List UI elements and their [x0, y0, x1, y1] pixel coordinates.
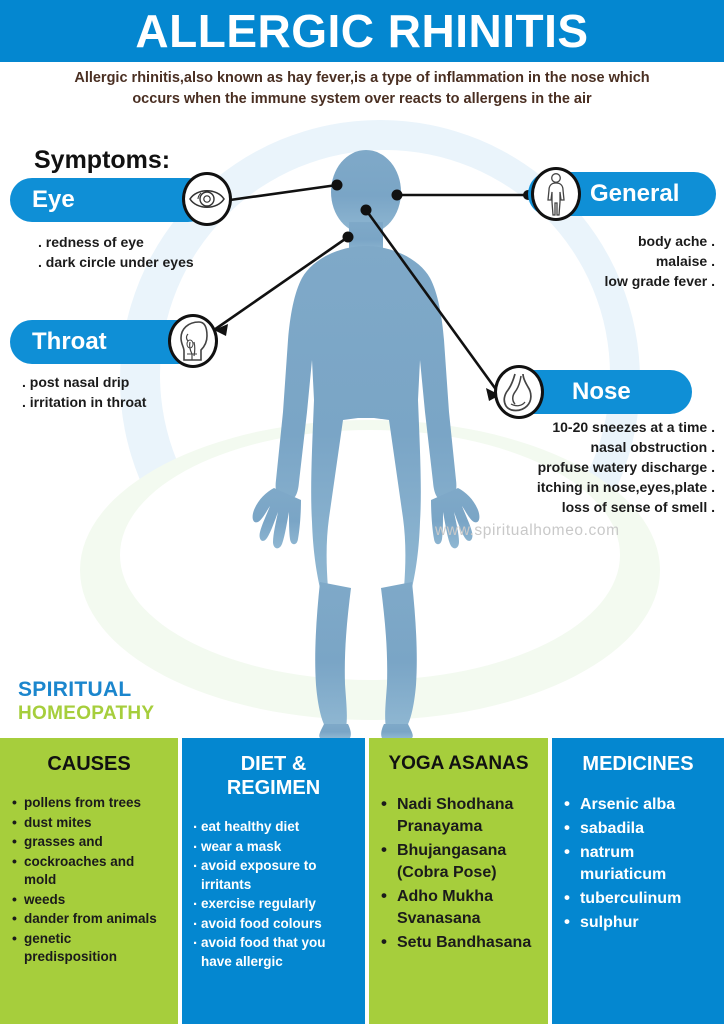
- logo-line-homeopathy: HOMEOPATHY: [18, 703, 155, 724]
- list-item: avoid exposure to irritants: [192, 854, 355, 894]
- symptoms-heading: Symptoms:: [34, 146, 171, 174]
- panel-yoga-asanas-title: YOGA ASANAS: [388, 753, 529, 774]
- panel-yoga-asanas-list: Nadi Shodhana Pranayama Bhujangasana (Co…: [379, 793, 538, 954]
- list-item: dander from animals: [10, 909, 168, 929]
- list-item: Nadi Shodhana Pranayama: [379, 793, 538, 838]
- list-item: Setu Bandhasana: [379, 931, 538, 954]
- panel-causes: CAUSES pollens from trees dust mites gra…: [0, 738, 178, 1024]
- symptom-list-general: body ache . malaise . low grade fever .: [430, 231, 715, 291]
- list-item: 10-20 sneezes at a time .: [552, 419, 715, 435]
- list-item: sabadila: [562, 817, 714, 840]
- page-title: ALLERGIC RHINITIS: [135, 5, 589, 57]
- list-item: itching in nose,eyes,plate .: [536, 479, 715, 495]
- symptom-list-throat: . post nasal drip . irritation in throat: [22, 372, 146, 412]
- list-item: Adho Mukha Svanasana: [379, 885, 538, 930]
- list-item: wear a mask: [192, 835, 355, 857]
- list-item: genetic predisposition: [10, 929, 168, 967]
- panel-medicines: MEDICINES Arsenic alba sabadila natrum m…: [551, 738, 724, 1024]
- list-item: dust mites: [10, 813, 168, 833]
- nose-icon: [494, 365, 544, 419]
- symptom-list-nose: 10-20 sneezes at a time . nasal obstruct…: [410, 417, 715, 517]
- list-item: tuberculinum: [562, 887, 714, 910]
- list-item: avoid food that you have allergic: [192, 931, 355, 971]
- bottom-panels: CAUSES pollens from trees dust mites gra…: [0, 738, 724, 1024]
- symptom-pill-general-label: General: [590, 180, 680, 207]
- symptom-pill-nose-label: Nose: [572, 378, 631, 405]
- list-item: exercise regularly: [192, 892, 355, 914]
- list-item: profuse watery discharge .: [537, 459, 715, 475]
- list-item: avoid food colours: [192, 912, 355, 934]
- panel-causes-title: CAUSES: [47, 753, 131, 775]
- header-band: [0, 0, 724, 62]
- list-item: Bhujangasana (Cobra Pose): [379, 839, 538, 884]
- logo: SPIRITUAL HOMEOPATHY: [18, 678, 154, 726]
- list-item: . post nasal drip: [22, 374, 130, 390]
- panel-diet-regimen-list: eat healthy diet wear a mask avoid expos…: [192, 815, 355, 971]
- panel-medicines-title: MEDICINES: [582, 753, 694, 775]
- eye-icon: [182, 172, 232, 226]
- list-item: grasses and: [10, 832, 168, 852]
- symptom-pill-eye[interactable]: Eye: [10, 178, 210, 222]
- body-figure-icon: [531, 167, 581, 221]
- list-item: Arsenic alba: [562, 793, 714, 816]
- list-item: . dark circle under eyes: [38, 254, 194, 270]
- list-item: malaise .: [655, 253, 715, 269]
- watermark-url: www.spiritualhomeo.com: [435, 522, 620, 539]
- throat-head-icon: [168, 314, 218, 368]
- list-item: eat healthy diet: [192, 815, 355, 837]
- list-item: body ache .: [637, 233, 715, 249]
- list-item: cockroaches and mold: [10, 852, 168, 890]
- panel-yoga-asanas: YOGA ASANAS Nadi Shodhana Pranayama Bhuj…: [368, 738, 548, 1024]
- list-item: . redness of eye: [38, 234, 144, 250]
- panel-causes-list: pollens from trees dust mites grasses an…: [10, 793, 168, 967]
- symptom-list-eye: . redness of eye . dark circle under eye…: [38, 232, 194, 272]
- list-item: loss of sense of smell .: [561, 499, 715, 515]
- list-item: weeds: [10, 890, 168, 910]
- panel-diet-regimen-title: DIET & REGIMEN: [226, 753, 321, 799]
- panel-medicines-list: Arsenic alba sabadila natrum muriaticum …: [562, 793, 714, 934]
- intro-paragraph: Allergic rhinitis,also known as hay feve…: [74, 70, 650, 107]
- panel-diet-regimen: DIET & REGIMEN eat healthy diet wear a m…: [182, 738, 365, 1024]
- list-item: pollens from trees: [10, 793, 168, 813]
- symptom-pill-throat-label: Throat: [32, 328, 107, 355]
- symptom-pill-eye-label: Eye: [32, 186, 75, 213]
- list-item: . irritation in throat: [22, 394, 147, 410]
- list-item: low grade fever .: [604, 273, 715, 289]
- list-item: sulphur: [562, 911, 714, 934]
- logo-line-spiritual: SPIRITUAL: [18, 678, 132, 701]
- list-item: nasal obstruction .: [590, 439, 715, 455]
- list-item: natrum muriaticum: [562, 841, 714, 886]
